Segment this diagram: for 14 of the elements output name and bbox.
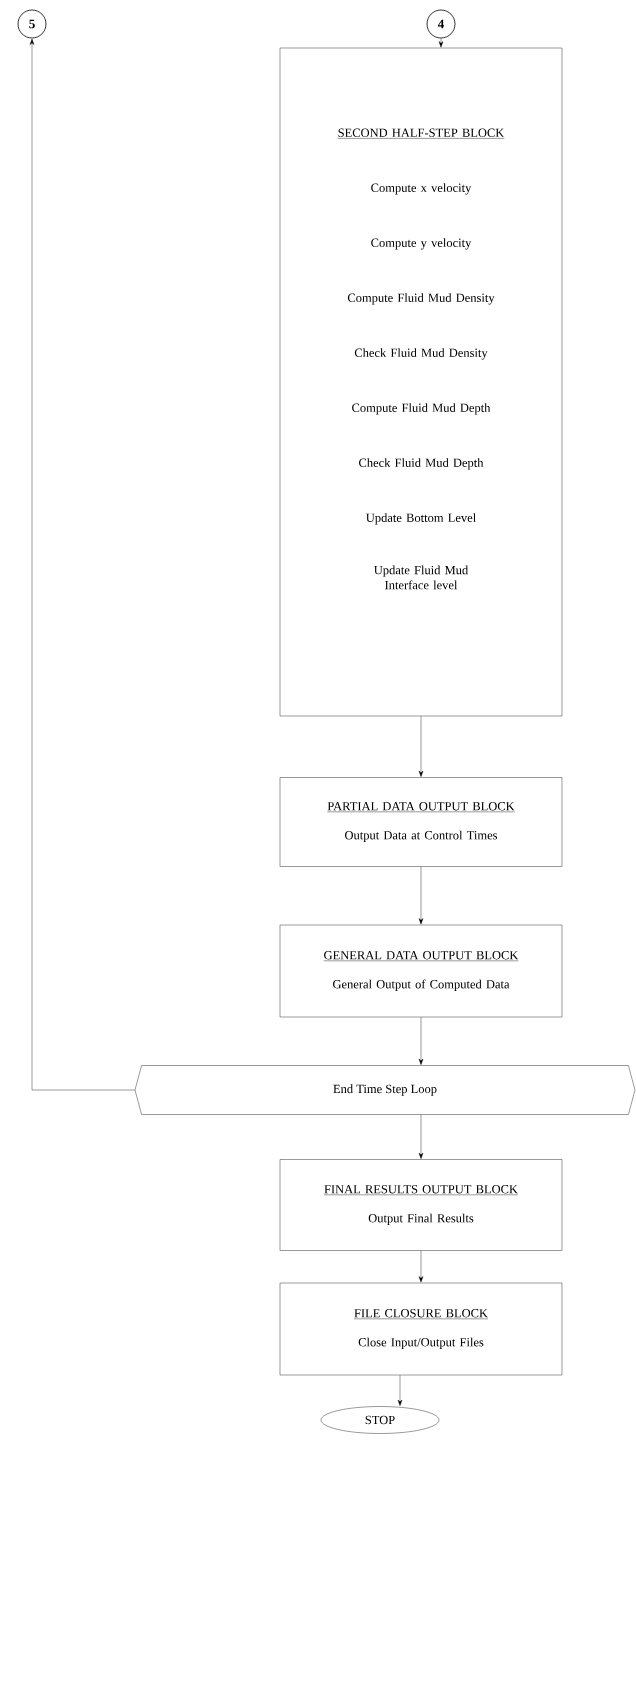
arrow [397, 1375, 403, 1406]
arrow [29, 38, 135, 1091]
process-box: FILE CLOSURE BLOCK Close Input/Output Files [279, 1282, 563, 1376]
arrow [418, 1114, 424, 1159]
process-box: SECOND HALF-STEP BLOCK Compute x velocity Compute y velocity Compute Fluid Mud Density Check Fluid Mud Density Compute Fluid Mud Depth Check Fluid Mud Depth Update Bottom Level Update Fluid Mud Interface level [279, 47, 563, 717]
process-box: FINAL RESULTS OUTPUT BLOCK Output Final Results [279, 1159, 563, 1251]
arrow [418, 1250, 424, 1283]
process-box: GENERAL DATA OUTPUT BLOCK General Output of Computed Data [279, 924, 563, 1018]
arrow [418, 866, 424, 925]
arrow [418, 716, 424, 777]
process-box: PARTIAL DATA OUTPUT BLOCK Output Data at Control Times [279, 777, 563, 867]
arrow [418, 1017, 424, 1065]
arrow [438, 38, 444, 48]
terminator-oval: STOP [320, 1406, 440, 1434]
